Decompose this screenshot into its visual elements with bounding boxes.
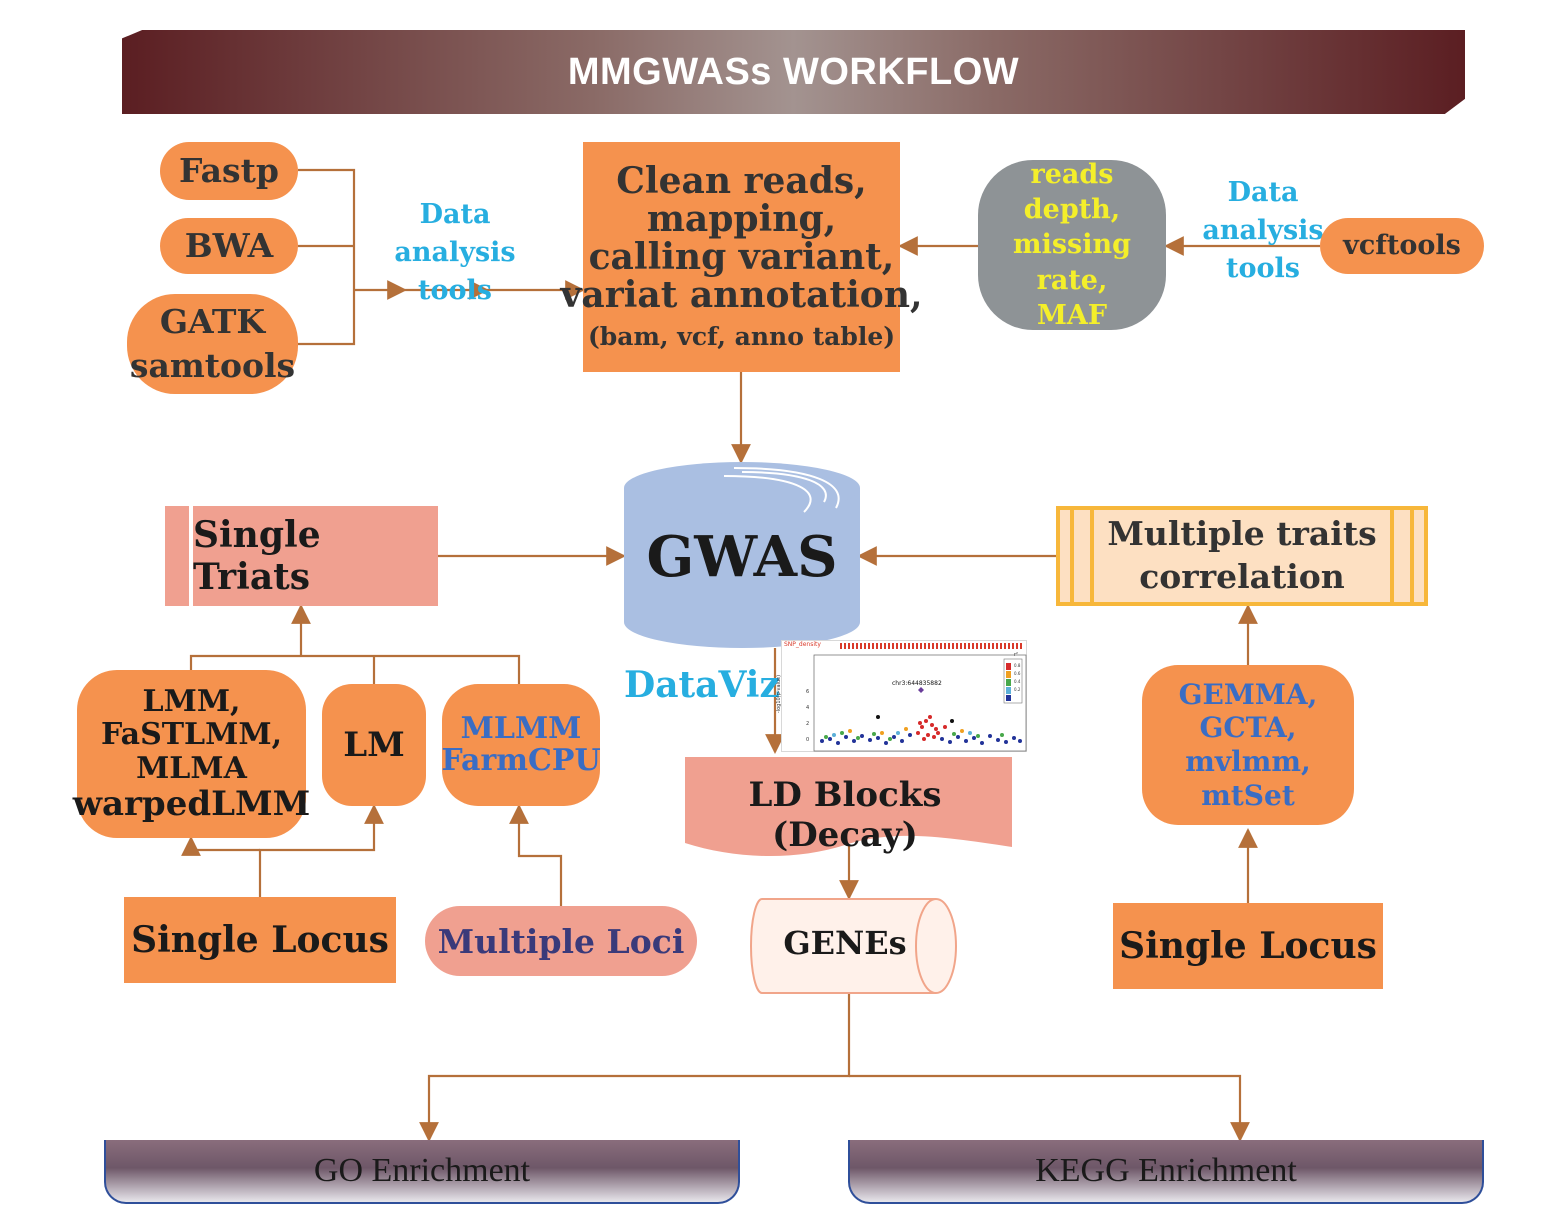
stats-line-2: missing rate, <box>1013 229 1131 296</box>
ld-blocks-box: LD Blocks (Decay) <box>685 757 1012 861</box>
tool-fastp: Fastp <box>160 142 298 200</box>
tools-right-label: Data analysis tools <box>1168 174 1358 287</box>
model-mlma: MLMA <box>136 750 247 786</box>
single-locus-left-label: Single Locus <box>131 918 389 961</box>
model-gemma: GEMMA, <box>1178 677 1318 711</box>
lm-box: LM <box>322 684 426 806</box>
tools-right-label-line1: Data analysis <box>1202 177 1324 246</box>
single-locus-right-box: Single Locus <box>1113 903 1383 989</box>
processing-line-4: variat annotation, <box>560 273 923 316</box>
model-mvlmm: mvlmm, <box>1185 745 1311 778</box>
multiple-traits-bar-3 <box>1410 510 1414 602</box>
multi-trait-models-box: GEMMA, GCTA, mvlmm, mtSet <box>1142 665 1354 825</box>
tool-samtools-label: samtools <box>129 346 296 385</box>
plot-legend-tick-3: 0.2 <box>1014 687 1021 692</box>
tool-bwa: BWA <box>160 218 298 274</box>
model-lm: LM <box>343 724 405 765</box>
multiple-loci-label: Multiple Loci <box>437 921 685 961</box>
manhattan-plot-svg <box>813 654 1027 752</box>
ld-blocks-label: LD Blocks (Decay) <box>748 775 942 855</box>
plot-legend-tick-0: 0.8 <box>1014 663 1021 668</box>
horizontal-cylinder-icon <box>750 898 957 994</box>
tool-fastp-label: Fastp <box>179 151 279 191</box>
model-farmcpu: FarmCPU <box>441 743 601 778</box>
model-warpedlmm: warpedLMM <box>72 784 311 825</box>
manhattan-plot-thumbnail: SNP_density <box>776 640 1027 752</box>
multiple-traits-bar-4 <box>1390 510 1394 602</box>
database-cylinder-icon <box>624 462 860 648</box>
plot-legend-tick-1: 0.6 <box>1014 671 1021 676</box>
genes-label: GENEs <box>783 924 907 962</box>
tool-gatk-samtools: GATK samtools <box>127 294 298 394</box>
model-mtset: mtSet <box>1201 778 1295 812</box>
document-shape-icon <box>685 757 1012 857</box>
model-lmm: LMM, <box>142 683 241 719</box>
gwas-label: GWAS <box>646 524 838 590</box>
multiple-traits-line-2: correlation <box>1139 557 1345 596</box>
processing-subtitle: (bam, vcf, anno table) <box>587 322 896 352</box>
gwas-database: GWAS <box>624 462 860 648</box>
tools-right-label-line2: tools <box>1226 252 1300 284</box>
model-gcta: GCTA, <box>1199 711 1297 745</box>
plot-ytick-2: 4 <box>806 705 810 711</box>
single-traits-box: Single Triats <box>165 506 438 606</box>
plot-y-label: -log10(p-value) <box>776 674 783 714</box>
model-mlmm: MLMM <box>460 710 582 746</box>
stats-box: reads depth, missing rate, MAF <box>978 159 1166 331</box>
processing-line-1: Clean reads, <box>616 160 867 203</box>
kegg-enrichment-box: KEGG Enrichment <box>848 1140 1484 1204</box>
multiple-traits-bar-1 <box>1070 510 1074 602</box>
tool-gatk-label: GATK <box>159 302 266 342</box>
plot-ytick-0: 0 <box>806 737 810 743</box>
snp-density-track <box>840 643 1024 649</box>
multiple-traits-line-1: Multiple traits <box>1107 514 1377 554</box>
go-enrichment-label: GO Enrichment <box>313 1152 531 1189</box>
multiple-traits-bar-2 <box>1090 510 1094 602</box>
multi-locus-models-box: MLMM FarmCPU <box>441 684 601 806</box>
multiple-traits-box: Multiple traits correlation <box>1056 506 1428 606</box>
stats-line-1: reads depth, <box>1023 159 1121 226</box>
processing-line-2: mapping, <box>646 198 837 241</box>
dataviz-label: DataViz <box>624 664 780 706</box>
single-locus-right-label: Single Locus <box>1119 924 1377 967</box>
plot-legend-tick-2: 0.4 <box>1014 679 1021 684</box>
single-traits-divider <box>189 506 193 606</box>
single-traits-label: Single Triats <box>193 514 321 598</box>
plot-ytick-3: 6 <box>806 689 810 695</box>
plot-legend-title: r² <box>1014 652 1019 658</box>
tools-left-label-line1: Data analysis <box>394 199 516 268</box>
kegg-enrichment-label: KEGG Enrichment <box>1035 1152 1297 1189</box>
tool-vcftools: vcftools <box>1320 218 1484 274</box>
processing-line-3: calling variant, <box>588 235 895 278</box>
workflow-title: MMGWASs WORKFLOW <box>567 50 1020 93</box>
model-fastlmm: FaSTLMM, <box>100 717 283 753</box>
plot-annotation: chr3:644835882 <box>892 680 942 687</box>
genes-box: GENEs <box>750 898 958 994</box>
processing-box: Clean reads, mapping, calling variant, v… <box>560 142 923 372</box>
mixed-models-box: LMM, FaSTLMM, MLMA warpedLMM <box>73 670 310 838</box>
go-enrichment-box: GO Enrichment <box>104 1140 740 1204</box>
workflow-title-banner: MMGWASs WORKFLOW <box>122 30 1465 114</box>
tool-bwa-label: BWA <box>184 226 274 266</box>
plot-ytick-1: 2 <box>806 721 810 727</box>
multiple-loci-box: Multiple Loci <box>425 906 697 976</box>
tools-left-label-line2: tools <box>418 274 492 306</box>
tools-left-label: Data analysis tools <box>362 196 548 309</box>
plot-header: SNP_density <box>784 641 821 648</box>
single-locus-left-box: Single Locus <box>124 897 396 983</box>
stats-line-3: MAF <box>1036 299 1107 331</box>
tool-vcftools-label: vcftools <box>1343 230 1461 262</box>
